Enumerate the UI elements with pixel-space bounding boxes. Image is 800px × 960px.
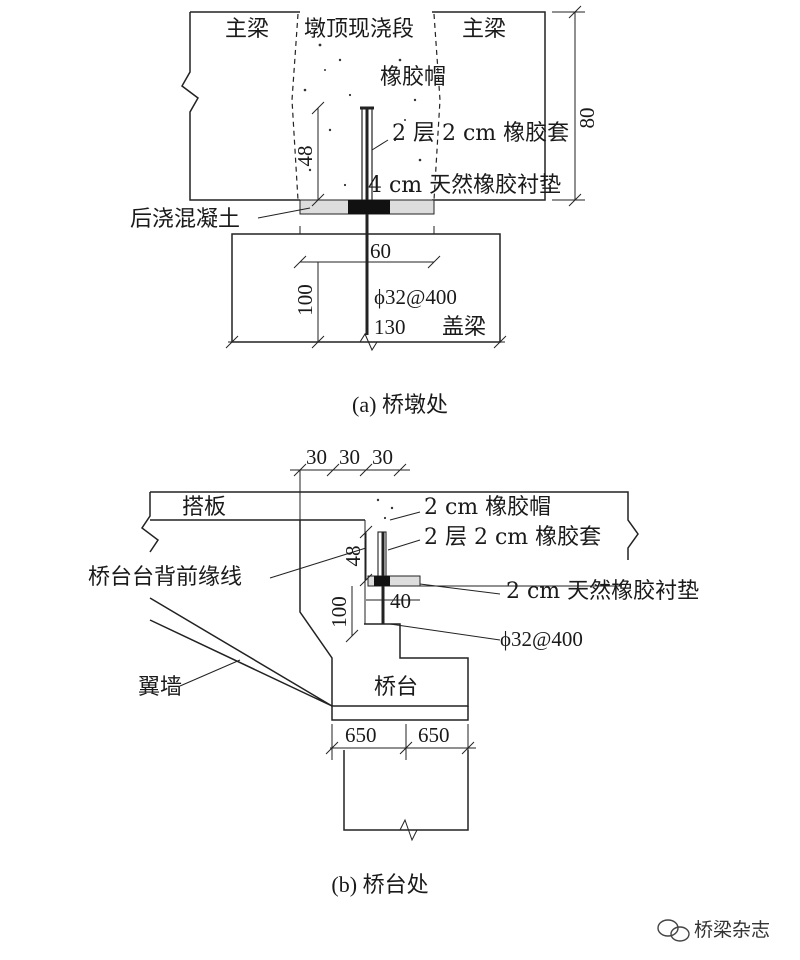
diagram-a: 主梁 墩顶现浇段 主梁 橡胶帽 2 层 2 cm 橡胶套 4 cm 天然橡胶衬垫… xyxy=(130,5,599,417)
dim-650-right: 650 xyxy=(418,723,450,747)
label-abutment: 桥台 xyxy=(374,675,418,700)
wing-wall xyxy=(149,597,333,707)
dim-650-left: 650 xyxy=(345,723,377,747)
label-front-edge-line: 桥台台背前缘线 xyxy=(88,565,242,590)
label-main-girder-right: 主梁 xyxy=(462,17,506,42)
label-rubber-pad-b: 2 cm 天然橡胶衬垫 xyxy=(506,579,699,604)
dim-100-b: 100 xyxy=(327,596,351,628)
wechat-icon xyxy=(657,919,690,942)
dim-40-b: 40 xyxy=(390,589,411,613)
pier-top-cast-boundary-left xyxy=(291,13,299,201)
pier-top-cast-boundary-right xyxy=(433,13,441,201)
main-girder-right xyxy=(432,11,546,201)
diagram-b: 30 30 30 搭板 2 cm 橡胶帽 2 层 2 cm 橡胶套 48 桥台台… xyxy=(88,445,699,897)
concrete-speckles-b xyxy=(376,498,394,520)
label-post-cast-concrete: 后浇混凝土 xyxy=(130,207,240,232)
label-approach-slab: 搭板 xyxy=(182,495,226,520)
dimensions-b xyxy=(290,463,476,760)
watermark-text: 桥梁杂志 xyxy=(694,919,770,941)
caption-b: (b) 桥台处 xyxy=(331,872,428,897)
label-rubber-cap-b: 2 cm 橡胶帽 xyxy=(424,495,551,520)
dim-48-b: 48 xyxy=(341,546,365,567)
dim-30-b: 30 xyxy=(339,445,360,469)
foundation xyxy=(343,750,469,831)
dim-60-a: 60 xyxy=(370,239,391,263)
watermark: 桥梁杂志 xyxy=(657,919,770,942)
label-main-girder-left: 主梁 xyxy=(225,17,269,42)
label-rebar-b: ϕ32@400 xyxy=(500,627,583,651)
rubber-pad-a xyxy=(348,200,390,214)
dim-30-a: 30 xyxy=(306,445,327,469)
dim-100-a: 100 xyxy=(293,284,317,316)
label-pier-top-cast: 墩顶现浇段 xyxy=(304,17,414,42)
abutment-body xyxy=(331,706,469,721)
label-rubber-pad-a: 4 cm 天然橡胶衬垫 xyxy=(368,173,561,198)
dim-48-a: 48 xyxy=(293,146,317,167)
approach-slab xyxy=(140,491,639,560)
dimensions-a xyxy=(225,5,585,352)
label-wing-wall: 翼墙 xyxy=(138,675,182,700)
rubber-pad-b xyxy=(367,575,421,587)
caption-a: (a) 桥墩处 xyxy=(352,392,448,417)
concrete-speckles xyxy=(303,43,422,192)
main-girder-left xyxy=(181,11,300,201)
label-rebar-a: ϕ32@400 xyxy=(374,285,457,309)
label-rubber-cap-a: 橡胶帽 xyxy=(380,65,446,90)
dim-80-a: 80 xyxy=(575,108,599,129)
label-rubber-sleeve-b: 2 层 2 cm 橡胶套 xyxy=(424,525,601,550)
label-cap-beam: 盖梁 xyxy=(442,315,486,340)
label-rubber-sleeve-a: 2 层 2 cm 橡胶套 xyxy=(392,121,569,146)
dim-30-c: 30 xyxy=(372,445,393,469)
dim-130-a: 130 xyxy=(374,315,406,339)
